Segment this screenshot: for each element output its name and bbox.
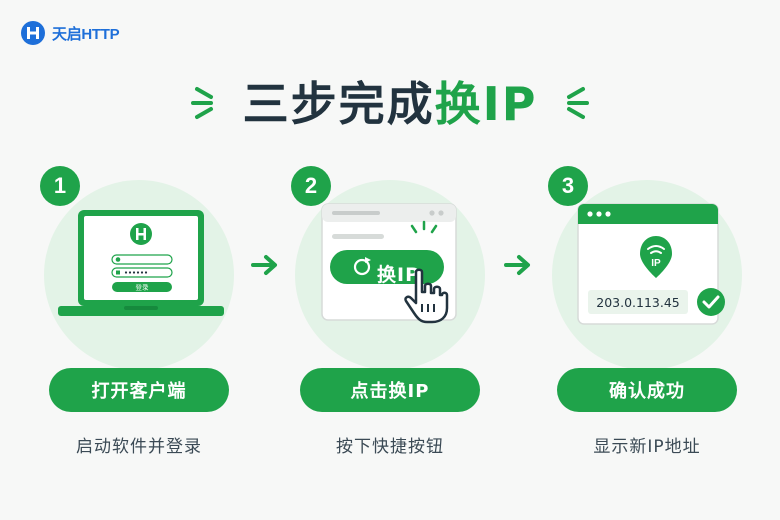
login-button-label: 登录 [136,283,150,292]
headline: 三步完成换IP [0,68,780,134]
brand-logo: 天启HTTP [20,20,120,46]
step-2-label: 点击换IP [300,368,480,412]
result-window: IP 203.0.113.45 [577,203,725,325]
right-spark-icon [567,87,590,119]
arrow-right-icon [251,255,277,275]
hand-cursor-icon [404,268,449,324]
step-1-label: 打开客户端 [49,368,229,412]
brand-logo-icon [21,21,45,45]
step-2-badge: 2 [291,166,331,206]
step-1-badge: 1 [40,166,80,206]
step-3-desc: 显示新IP地址 [593,437,701,457]
step-2-desc: 按下快捷按钮 [336,437,444,457]
step-1-desc: 启动软件并登录 [76,437,202,457]
laptop-icon: 登录 [58,210,224,316]
step-2: 2 换IP 点击换IP 按下快捷按钮 [275,160,505,457]
arrow-right-icon [504,255,530,275]
left-spark-icon [190,87,213,119]
new-ip-address: 203.0.113.45 [596,295,680,310]
pin-label: IP [651,258,661,269]
title-accent: 换IP [434,77,538,131]
step-3: 3 IP 203.0.113.45 确认成功 显示新IP地址 [532,160,762,457]
change-ip-button[interactable]: 换IP [377,264,420,286]
title-main: 三步完成 [242,77,435,131]
brand-name: 天启HTTP [52,25,120,43]
step-3-label: 确认成功 [557,368,737,412]
page-title: 三步完成换IP [243,68,538,134]
step-1: 1 登录 打开客户端 启动软件并登录 [24,160,254,457]
step-3-badge: 3 [548,166,588,206]
